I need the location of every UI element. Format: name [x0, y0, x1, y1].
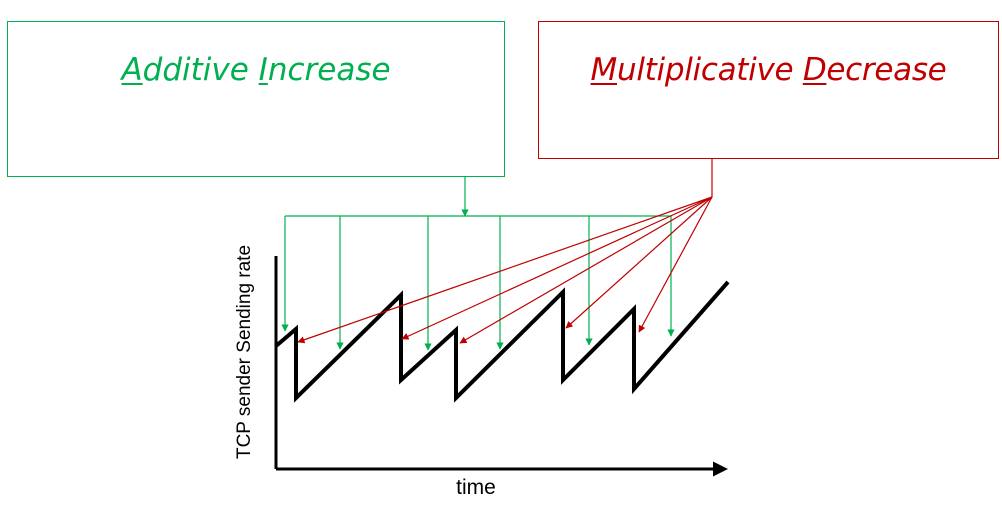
- additive-increase-title-part-3: ncrease: [267, 52, 391, 88]
- multiplicative-decrease-title-part-1: ultiplicative: [617, 52, 803, 88]
- md-arrow-2: [401, 196, 713, 340]
- additive-increase-box: Additive Increase: [7, 21, 505, 177]
- md-arrow-3: [459, 196, 713, 344]
- multiplicative-decrease-title-part-3: ecrease: [826, 52, 947, 88]
- multiplicative-decrease-title-part-0: M: [590, 52, 618, 88]
- x-axis-label: time: [456, 476, 496, 499]
- additive-increase-arrows: [281, 177, 675, 351]
- md-arrow-1: [297, 196, 713, 344]
- additive-increase-title-part-2: I: [258, 52, 268, 88]
- additive-increase-title-part-1: dditive: [142, 52, 259, 88]
- multiplicative-decrease-box: Multiplicative Decrease: [538, 21, 999, 159]
- multiplicative-decrease-title: Multiplicative Decrease: [539, 52, 998, 88]
- multiplicative-decrease-arrows: [297, 159, 713, 344]
- md-arrow-5: [638, 196, 713, 333]
- multiplicative-decrease-title-part-2: D: [802, 52, 827, 88]
- sending-rate-sawtooth: [274, 280, 730, 403]
- md-arrow-4: [565, 196, 713, 329]
- y-axis-label-text: TCP sender Sending rate: [234, 244, 255, 460]
- additive-increase-title-part-0: A: [121, 52, 143, 88]
- additive-increase-title: Additive Increase: [8, 52, 504, 88]
